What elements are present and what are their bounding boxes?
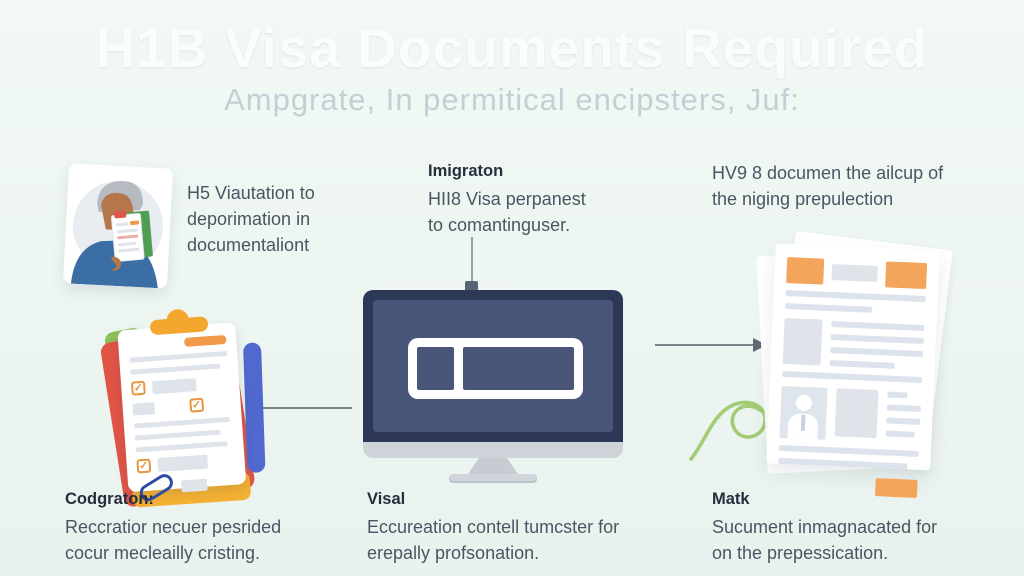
highlight-pill (183, 334, 227, 347)
callout-text-line: Eccureation contell tumcster for (367, 517, 620, 537)
page-subtitle: Ampgrate, In permitical encipsters, Juf: (224, 82, 800, 117)
monitor-chin (363, 442, 623, 458)
text-line-placeholder (830, 334, 924, 345)
callout-heading: Matk (712, 490, 750, 508)
checkbox-checked-icon: ✓ (189, 397, 205, 413)
connector-line (471, 237, 473, 283)
callout-applicant: H5 Viautation to deporimation in documen… (187, 180, 315, 258)
monitor-stand-base (449, 474, 537, 483)
text-line-placeholder (782, 370, 923, 384)
callout-heading: Codgraton: (65, 490, 154, 508)
monitor-illustration (363, 290, 623, 485)
monitor-stand-neck (468, 458, 518, 474)
callout-text-line: HII8 Visa perpanest (428, 189, 586, 209)
callout-text-line: Reccratior necuer pesrided (65, 517, 282, 537)
callout-text-line: documentaliont (187, 235, 310, 255)
text-line-placeholder (886, 417, 921, 425)
text-line-placeholder (887, 391, 908, 399)
callout-immigration: Imigraton HII8 Visa perpanest to comanti… (428, 162, 586, 238)
text-column (829, 320, 925, 370)
text-line-placeholder (135, 441, 228, 453)
arrow-right-line (655, 344, 755, 346)
text-line-placeholder (134, 429, 222, 441)
callout-text-line: deporimation in (187, 209, 311, 229)
panel-cell-wide (463, 347, 574, 390)
text-line-placeholder (785, 290, 926, 303)
text-line-placeholder (885, 430, 915, 438)
photo-person-icon (779, 385, 828, 440)
checklist-row: ✓ (132, 396, 231, 417)
image-box-placeholder (834, 388, 879, 439)
arrow-left-line (258, 407, 352, 409)
text-line-placeholder (831, 321, 925, 332)
monitor-screen-panel (408, 338, 583, 399)
text-line-placeholder (778, 444, 919, 457)
callout-text-line: on the prepessication. (712, 543, 889, 563)
callout-text-line: HV9 8 documen the ailcup of (712, 163, 944, 183)
text-column (885, 391, 921, 444)
text-line-placeholder (130, 363, 221, 375)
orange-block (884, 261, 928, 290)
document-header-row (786, 257, 928, 290)
callout-text-line: to comantinguser. (428, 215, 571, 235)
callout-visal: Visal Eccureation contell tumcster for e… (367, 490, 619, 566)
document-stack-illustration (756, 231, 953, 498)
callout-heading: Imigraton (428, 162, 504, 180)
callout-text-line: erepally profsonation. (367, 543, 540, 563)
page-title: H1B Visa Documents Required (95, 17, 929, 79)
callout-matk: Matk Sucument inmagnacated for on the pr… (712, 490, 937, 566)
panel-cell-small (417, 347, 454, 390)
document-row (779, 385, 921, 444)
callout-text-line: Sucument inmagnacated for (712, 517, 938, 537)
callout-text-line: cocur mecleailly cristing. (65, 543, 261, 563)
document-front-sheet (766, 243, 940, 498)
text-line-placeholder (886, 404, 921, 413)
text-line-placeholder (133, 416, 230, 429)
checkbox-checked-icon: ✓ (130, 380, 146, 396)
clipboard-clip-icon (149, 316, 209, 336)
clipboard-blue-bar (242, 342, 266, 473)
callout-heading: Visal (367, 490, 406, 508)
person-card (62, 163, 174, 289)
person-with-documents-icon (70, 181, 163, 289)
clipboard-illustration: ✓ ✓ ✓ (99, 308, 266, 509)
checkbox-checked-icon: ✓ (136, 458, 152, 474)
text-box-placeholder (151, 377, 197, 394)
text-line-placeholder (830, 347, 924, 358)
text-box-placeholder (157, 454, 209, 473)
checklist-row: ✓ (130, 375, 230, 396)
text-line-placeholder (129, 350, 228, 363)
callout-codgraton: Codgraton: Reccratior necuer pesrided co… (65, 490, 281, 566)
callout-text-line: H5 Viautation to (187, 183, 315, 203)
image-box-placeholder (782, 317, 823, 366)
text-box-placeholder (132, 402, 156, 416)
callout-document-note: HV9 8 documen the ailcup of the niging p… (712, 160, 943, 212)
document-row (782, 317, 925, 370)
checklist-row: ✓ (136, 453, 235, 474)
connector-plug (465, 281, 478, 291)
orange-block (786, 257, 825, 285)
callout-text-line: the niging prepulection (712, 189, 894, 209)
text-box-placeholder (831, 264, 878, 282)
text-line-placeholder (829, 359, 895, 369)
clipboard-paper: ✓ ✓ ✓ (117, 308, 247, 505)
text-line-placeholder (785, 302, 873, 313)
